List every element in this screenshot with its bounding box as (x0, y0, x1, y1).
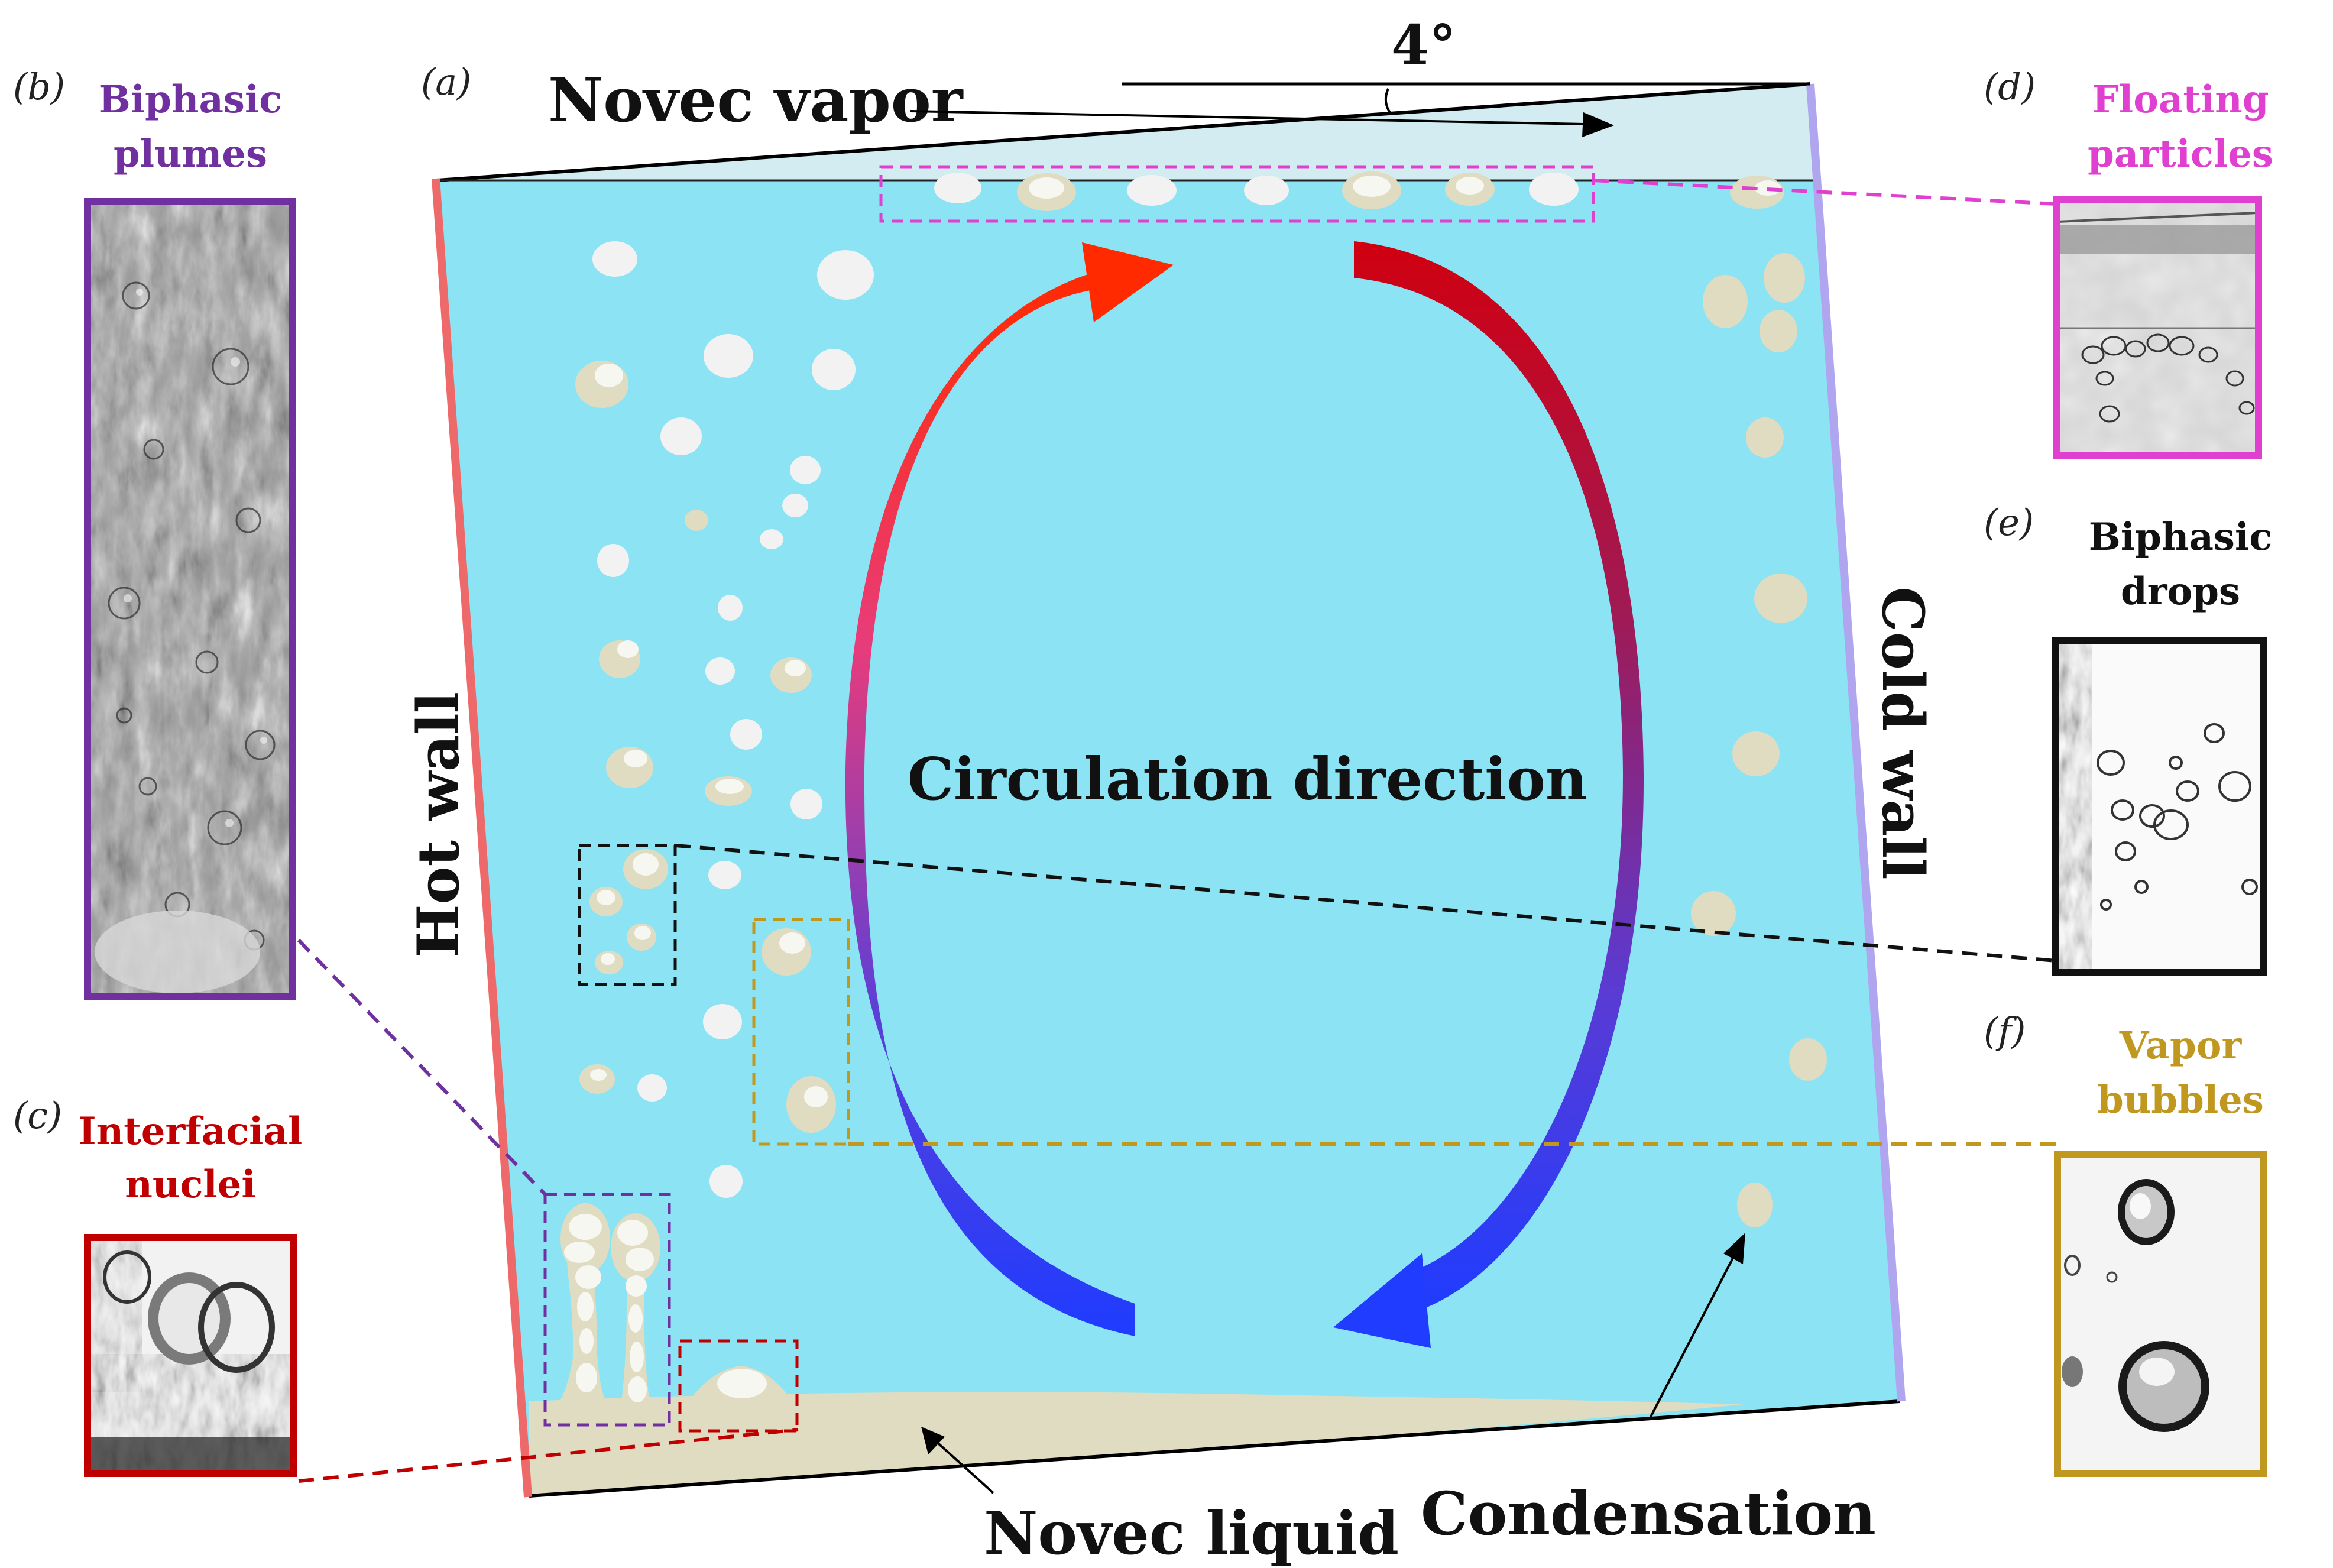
panel-c-label: (c) (13, 1094, 62, 1137)
inset-e-photo (2056, 642, 2262, 971)
hot-wall (432, 178, 532, 1498)
particles-highlight-box (879, 165, 1595, 223)
condensation-drops (1691, 253, 1827, 1227)
vapor-pointer-line (910, 110, 1585, 125)
nuclei-highlight-box (678, 1339, 799, 1433)
inset-d-title-line2: particles (2088, 132, 2273, 176)
connector-drops (675, 844, 2057, 963)
panel-e-label: (e) (1984, 501, 2034, 544)
liquid-body (438, 180, 1900, 1496)
inset-f-photo (2059, 1156, 2263, 1472)
inset-c-frame (84, 1234, 297, 1477)
circulation-arrowhead-right (1333, 1253, 1431, 1348)
inset-b-photo (89, 203, 291, 995)
inset-b-title-line2: plumes (114, 132, 267, 176)
tilt-angle-indicator: 4° (1122, 13, 1810, 115)
cold-wall-label: Cold wall (1869, 587, 1936, 879)
connector-particles (1593, 179, 2057, 206)
liquid-pointer-line (933, 1439, 994, 1494)
drops-highlight-box (578, 844, 677, 986)
connector-nuclei (298, 1428, 799, 1483)
inset-d-photo (2057, 201, 2257, 454)
panel-f-label: (f) (1984, 1009, 2026, 1052)
inset-e-frame (2052, 637, 2267, 976)
condensation-pointer-line (1648, 1253, 1736, 1420)
liquid-pointer-arrowhead (921, 1427, 945, 1454)
floating-particles (934, 171, 1784, 211)
container-top-edge (437, 82, 1811, 182)
panel-a-label: (a) (421, 60, 471, 103)
inset-d-frame (2053, 196, 2262, 459)
inset-e-title-line1: Biphasic (2089, 515, 2272, 559)
novec-liquid-pool (529, 1392, 1744, 1496)
inset-c-title-line2: nuclei (125, 1162, 255, 1207)
cold-wall (1806, 83, 1906, 1402)
panel-b-label: (b) (13, 65, 65, 108)
inset-c-title-line1: Interfacial (79, 1109, 303, 1154)
novec-vapor-label: Novec vapor (548, 65, 964, 136)
panel-d-label: (d) (1984, 65, 2036, 108)
circulation-arrows (845, 241, 1644, 1348)
inset-e-title-line2: drops (2121, 569, 2240, 614)
inset-c-photo (89, 1239, 293, 1472)
plumes-highlight-box (543, 1193, 671, 1427)
inset-b-title-line1: Biphasic (99, 77, 282, 122)
condensation-pointer-arrowhead (1723, 1233, 1745, 1264)
container-bottom-edge (529, 1399, 1900, 1498)
circulation-label: Circulation direction (908, 746, 1587, 814)
inset-f-title-line2: bubbles (2097, 1078, 2264, 1122)
biphasic-plume-shapes (556, 1203, 660, 1407)
inset-d-title-line1: Floating (2092, 77, 2269, 122)
interfacial-nucleus-shape (689, 1366, 792, 1401)
circulation-arrowhead-left (1082, 242, 1174, 322)
hot-wall-label: Hot wall (405, 692, 472, 958)
connector-plumes (297, 938, 547, 1196)
angle-label: 4° (1391, 13, 1456, 77)
rising-bubbles (575, 241, 874, 1198)
inset-b-frame (84, 198, 296, 1000)
vapor-pointer-arrowhead (1582, 112, 1614, 137)
bubbles-highlight-box (752, 918, 850, 1146)
novec-liquid-label: Novec liquid (984, 1498, 1399, 1568)
condensation-label: Condensation (1421, 1479, 1876, 1548)
inset-f-frame (2054, 1151, 2267, 1477)
inset-f-title-line1: Vapor (2119, 1023, 2243, 1068)
